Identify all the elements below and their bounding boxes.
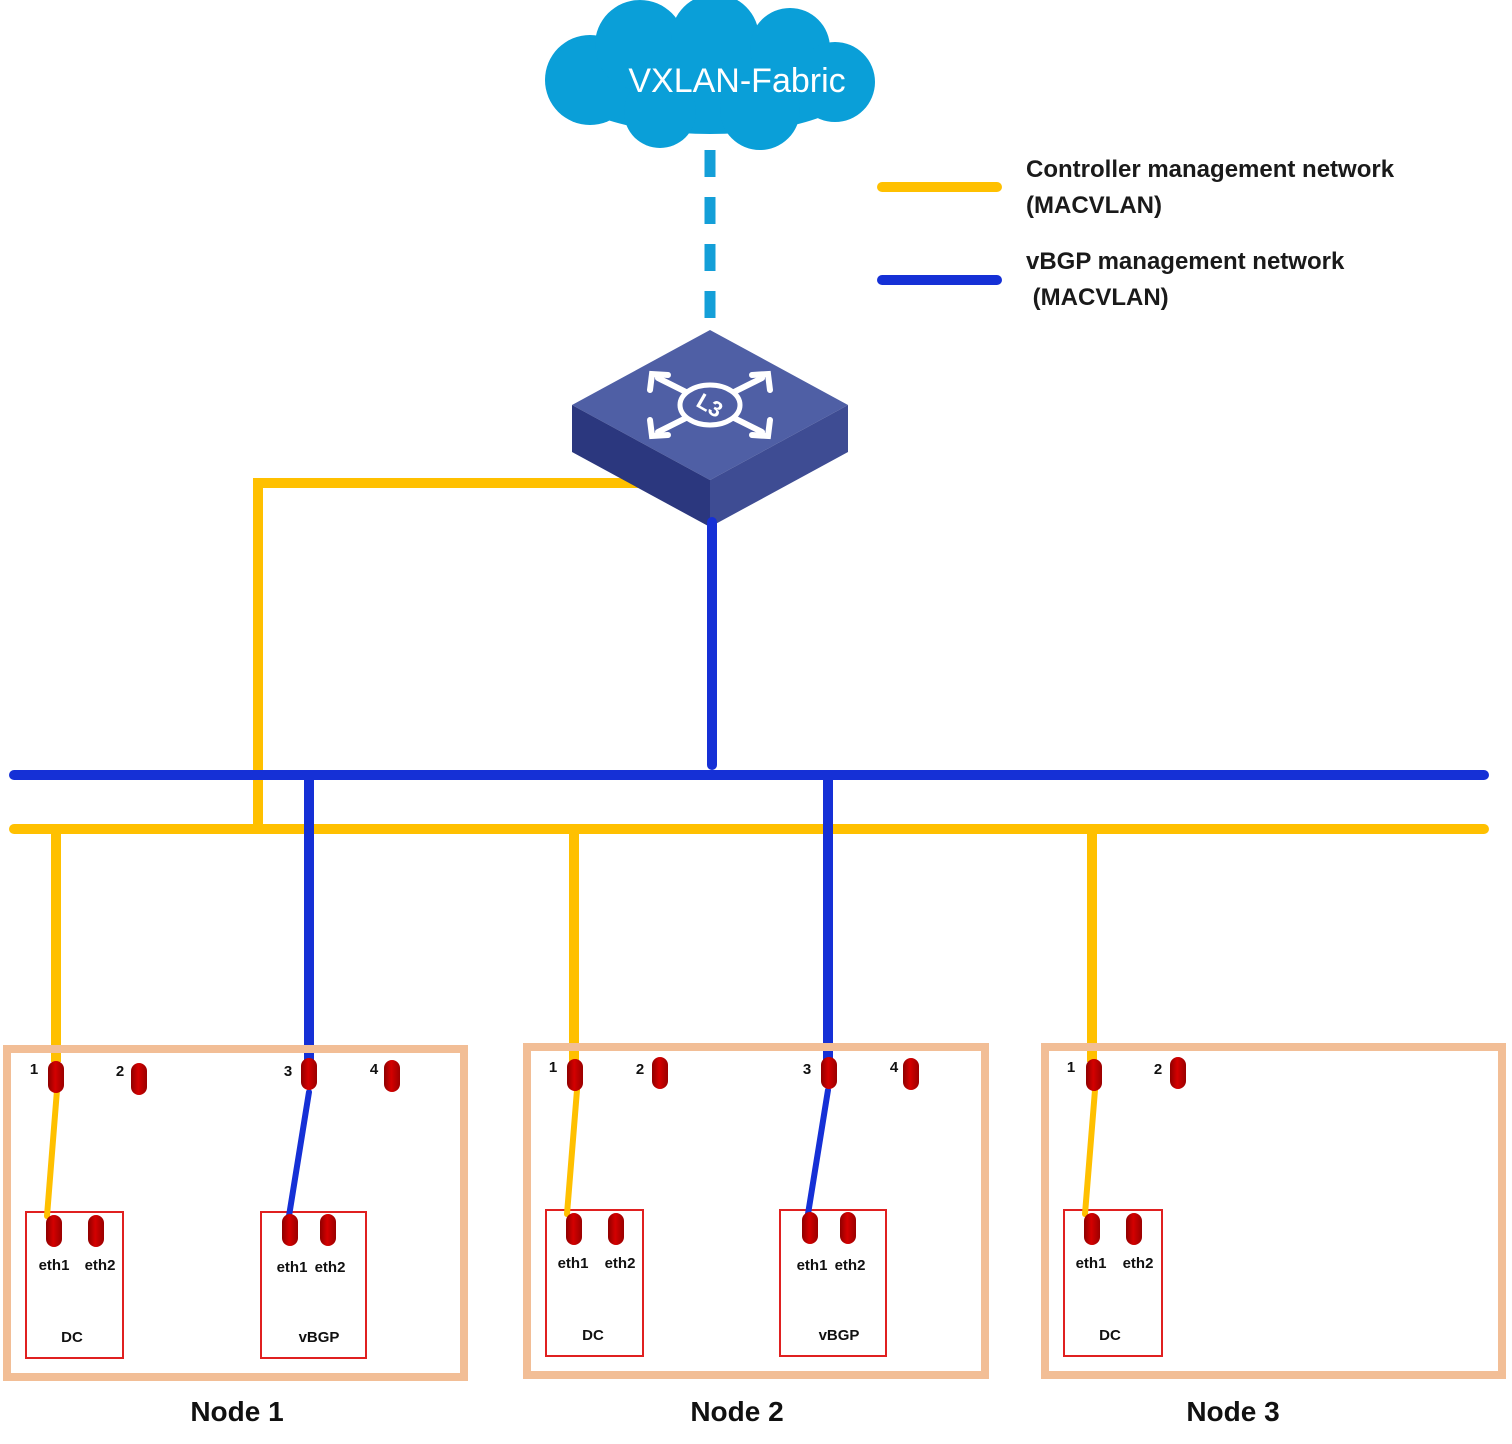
port-number: 4 — [890, 1059, 899, 1076]
vm-ports — [46, 1212, 1142, 1247]
legend-controller-label: Controller management network — [1026, 156, 1395, 183]
host-ports — [48, 1057, 1186, 1095]
port-number: 2 — [636, 1061, 644, 1078]
eth-port-icon — [566, 1213, 582, 1245]
eth2-label: eth2 — [315, 1259, 346, 1276]
eth-port-icon — [282, 1214, 298, 1246]
port-icon — [384, 1060, 400, 1092]
node-2: Node 2 — [523, 1043, 989, 1427]
legend-vbgp-sublabel: (MACVLAN) — [1026, 284, 1169, 311]
node-1-vbgp-vm: eth1 eth2 vBGP — [260, 1211, 367, 1359]
node-3-dc-vm: eth1 eth2 DC — [1063, 1209, 1163, 1357]
port-icon — [567, 1059, 583, 1091]
eth-port-icon — [608, 1213, 624, 1245]
eth-port-icon — [88, 1215, 104, 1247]
node-2-vbgp-vm: eth1 eth2 vBGP — [779, 1209, 887, 1357]
eth1-label: eth1 — [797, 1257, 828, 1274]
node-3: Node 3 — [1041, 1043, 1506, 1427]
node-1-dc-vm: eth1 eth2 DC — [25, 1211, 124, 1359]
port-number: 2 — [1154, 1061, 1162, 1078]
eth1-label: eth1 — [1076, 1255, 1107, 1272]
eth-port-icon — [802, 1212, 818, 1244]
node-label: Node 3 — [1186, 1396, 1279, 1427]
eth1-label: eth1 — [558, 1255, 589, 1272]
controller-uplink-line — [253, 478, 638, 828]
legend-vbgp-label: vBGP management network — [1026, 248, 1345, 275]
port-number: 4 — [370, 1061, 379, 1078]
node-label: Node 1 — [190, 1396, 283, 1427]
port-icon — [48, 1061, 64, 1093]
port-labels: 1 2 3 4 1 2 3 4 1 2 — [30, 1059, 1162, 1080]
eth-port-icon — [1084, 1213, 1100, 1245]
port-number: 1 — [30, 1061, 38, 1078]
eth-port-icon — [1126, 1213, 1142, 1245]
port-icon — [131, 1063, 147, 1095]
eth2-label: eth2 — [605, 1255, 636, 1272]
vm-label: vBGP — [299, 1329, 340, 1346]
vm-label: DC — [61, 1329, 83, 1346]
bus-drops — [51, 775, 1097, 1062]
eth1-label: eth1 — [277, 1259, 308, 1276]
port-icon — [652, 1057, 668, 1089]
vm-label: DC — [1099, 1327, 1121, 1344]
legend-controller-sublabel: (MACVLAN) — [1026, 192, 1162, 219]
port-icon — [821, 1057, 837, 1089]
internal-links — [44, 1087, 1098, 1219]
switch-arrows-icon — [647, 370, 773, 440]
vm-label: vBGP — [819, 1327, 860, 1344]
node-1: Node 1 — [3, 1045, 468, 1427]
port-icon — [301, 1058, 317, 1090]
node-label: Node 2 — [690, 1396, 783, 1427]
eth2-label: eth2 — [85, 1257, 116, 1274]
legend: Controller management network (MACVLAN) … — [877, 156, 1395, 311]
eth-port-icon — [46, 1215, 62, 1247]
vxlan-fabric-cloud: VXLAN-Fabric — [545, 0, 875, 150]
port-number: 1 — [549, 1059, 557, 1076]
l3-switch: L3 — [572, 330, 848, 527]
node-2-dc-vm: eth1 eth2 DC — [545, 1209, 644, 1357]
cloud-label: VXLAN-Fabric — [628, 62, 845, 100]
port-icon — [1086, 1059, 1102, 1091]
eth2-label: eth2 — [1123, 1255, 1154, 1272]
port-number: 1 — [1067, 1059, 1075, 1076]
port-number: 3 — [803, 1061, 811, 1078]
port-number: 2 — [116, 1063, 124, 1080]
eth-port-icon — [320, 1214, 336, 1246]
port-number: 3 — [284, 1063, 292, 1080]
eth-port-icon — [840, 1212, 856, 1244]
vm-label: DC — [582, 1327, 604, 1344]
port-icon — [903, 1058, 919, 1090]
eth2-label: eth2 — [835, 1257, 866, 1274]
eth1-label: eth1 — [39, 1257, 70, 1274]
port-icon — [1170, 1057, 1186, 1089]
